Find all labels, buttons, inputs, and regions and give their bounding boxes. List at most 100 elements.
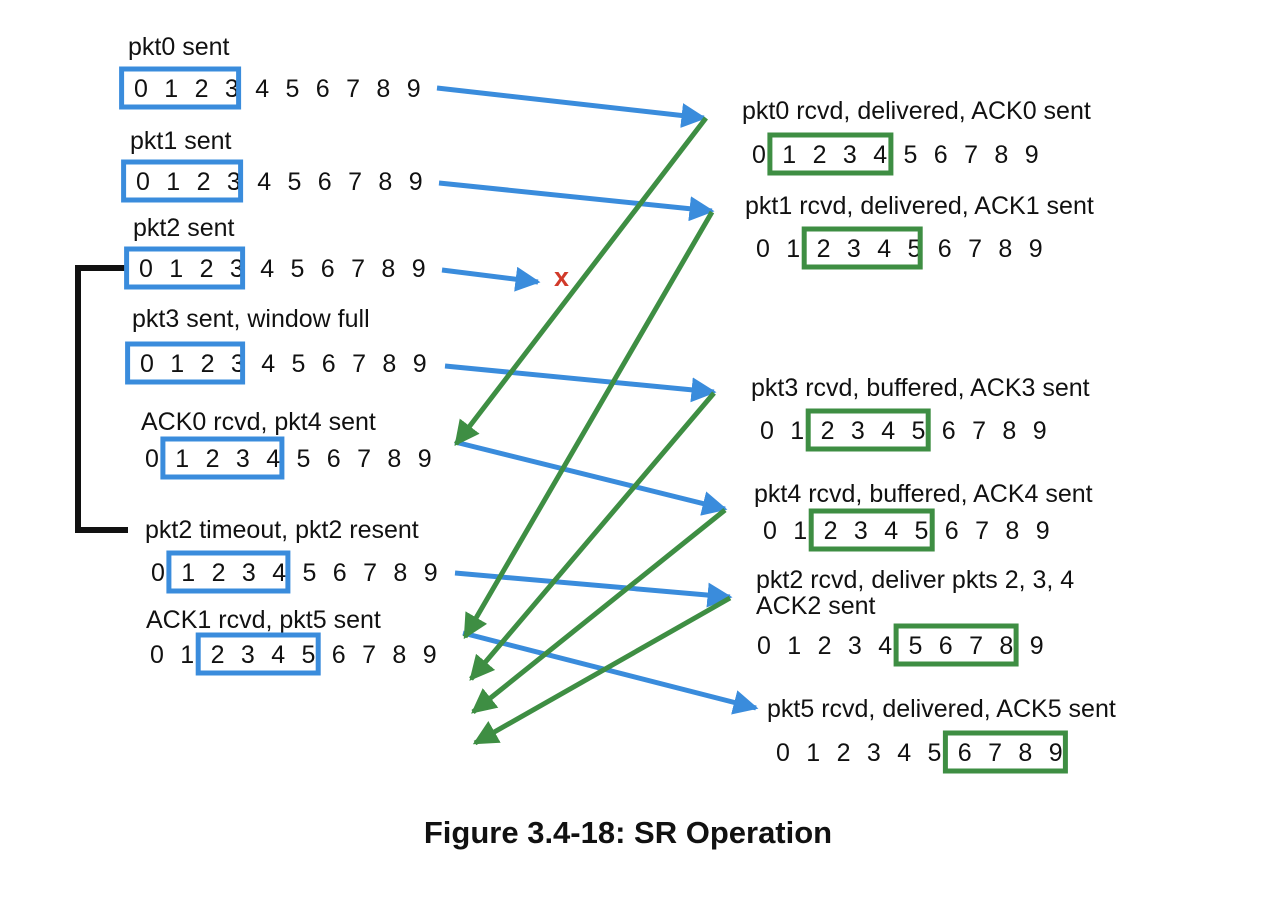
- seq-number: 4: [261, 350, 275, 378]
- seq-number: 9: [1029, 235, 1043, 263]
- seq-number: 7: [346, 75, 360, 103]
- window-box: [808, 508, 935, 552]
- seq-number: 6: [318, 168, 332, 196]
- seq-number: 7: [357, 445, 371, 473]
- seq-number: 8: [392, 641, 406, 669]
- packet-arrow-pkt2-lost: [441, 266, 541, 292]
- seq-number: 8: [382, 350, 396, 378]
- seq-number: 5: [302, 641, 316, 669]
- seq-number: 1: [164, 75, 178, 103]
- seq-number: 7: [348, 168, 362, 196]
- seq-number: 8: [376, 75, 390, 103]
- seq-number: 9: [1025, 141, 1039, 169]
- seq-number: 8: [1005, 517, 1019, 545]
- ack-arrow-ack3: [469, 391, 716, 681]
- seq-number: 3: [851, 417, 865, 445]
- seq-number: 4: [266, 445, 280, 473]
- seq-number: 1: [175, 445, 189, 473]
- seq-number: 0: [136, 168, 150, 196]
- ack-arrow-ack4: [471, 508, 727, 714]
- seq-number: 1: [787, 632, 801, 660]
- window-box: [942, 730, 1068, 774]
- seq-number: 2: [211, 641, 225, 669]
- seq-number: 9: [424, 559, 438, 587]
- receiver-label: pkt1 rcvd, delivered, ACK1 sent: [745, 192, 1094, 220]
- ack-arrow-ack1: [462, 210, 715, 640]
- seq-number: 7: [362, 641, 376, 669]
- seq-number: 8: [998, 235, 1012, 263]
- seq-number: 7: [972, 417, 986, 445]
- sender-label: ACK1 rcvd, pkt5 sent: [146, 606, 381, 634]
- seq-number: 5: [297, 445, 311, 473]
- seq-number: 6: [939, 632, 953, 660]
- seq-number: 5: [915, 517, 929, 545]
- seq-number: 6: [321, 255, 335, 283]
- seq-number: 9: [1033, 417, 1047, 445]
- seq-number: 8: [393, 559, 407, 587]
- seq-number: 3: [236, 445, 250, 473]
- receiver-label: pkt0 rcvd, delivered, ACK0 sent: [742, 97, 1091, 125]
- seq-number: 9: [413, 350, 427, 378]
- seq-number: 2: [837, 739, 851, 767]
- seq-number: 9: [407, 75, 421, 103]
- seq-number: 9: [412, 255, 426, 283]
- seq-number: 4: [257, 168, 271, 196]
- seq-number: 5: [928, 739, 942, 767]
- seq-number: 2: [195, 75, 209, 103]
- seq-number: 4: [272, 559, 286, 587]
- seq-number: 1: [806, 739, 820, 767]
- seq-number: 2: [813, 141, 827, 169]
- seq-number: 1: [793, 517, 807, 545]
- seq-number: 3: [227, 168, 241, 196]
- seq-number: 3: [843, 141, 857, 169]
- seq-number: 6: [333, 559, 347, 587]
- seq-number: 0: [150, 641, 164, 669]
- seq-number: 6: [958, 739, 972, 767]
- sender-label: pkt0 sent: [128, 33, 230, 61]
- seq-number: 0: [760, 417, 774, 445]
- seq-number: 1: [786, 235, 800, 263]
- seq-number: 2: [201, 350, 215, 378]
- seq-number: 7: [964, 141, 978, 169]
- seq-number: 6: [327, 445, 341, 473]
- seq-number: 4: [877, 235, 891, 263]
- seq-number: 4: [255, 75, 269, 103]
- window-box: [160, 436, 285, 480]
- seq-number: 6: [938, 235, 952, 263]
- seq-number: 0: [134, 75, 148, 103]
- seq-number: 1: [170, 350, 184, 378]
- seq-number: 4: [897, 739, 911, 767]
- seq-number: 2: [817, 235, 831, 263]
- seq-number: 9: [418, 445, 432, 473]
- seq-number: 2: [200, 255, 214, 283]
- packet-arrow-pkt1: [438, 180, 715, 222]
- seq-number: 6: [332, 641, 346, 669]
- seq-number: 0: [757, 632, 771, 660]
- receiver-label: pkt2 rcvd, deliver pkts 2, 3, 4: [756, 566, 1074, 594]
- seq-number: 8: [1002, 417, 1016, 445]
- receiver-label: pkt5 rcvd, delivered, ACK5 sent: [767, 695, 1116, 723]
- window-box: [119, 66, 242, 110]
- seq-number: 4: [878, 632, 892, 660]
- seq-number: 9: [409, 168, 423, 196]
- ack-arrow-ack0: [454, 116, 708, 446]
- seq-number: 4: [873, 141, 887, 169]
- seq-number: 5: [303, 559, 317, 587]
- seq-number: 5: [286, 75, 300, 103]
- window-box: [893, 623, 1019, 667]
- seq-number: 0: [776, 739, 790, 767]
- seq-number: 1: [166, 168, 180, 196]
- seq-number: 6: [945, 517, 959, 545]
- seq-number: 6: [322, 350, 336, 378]
